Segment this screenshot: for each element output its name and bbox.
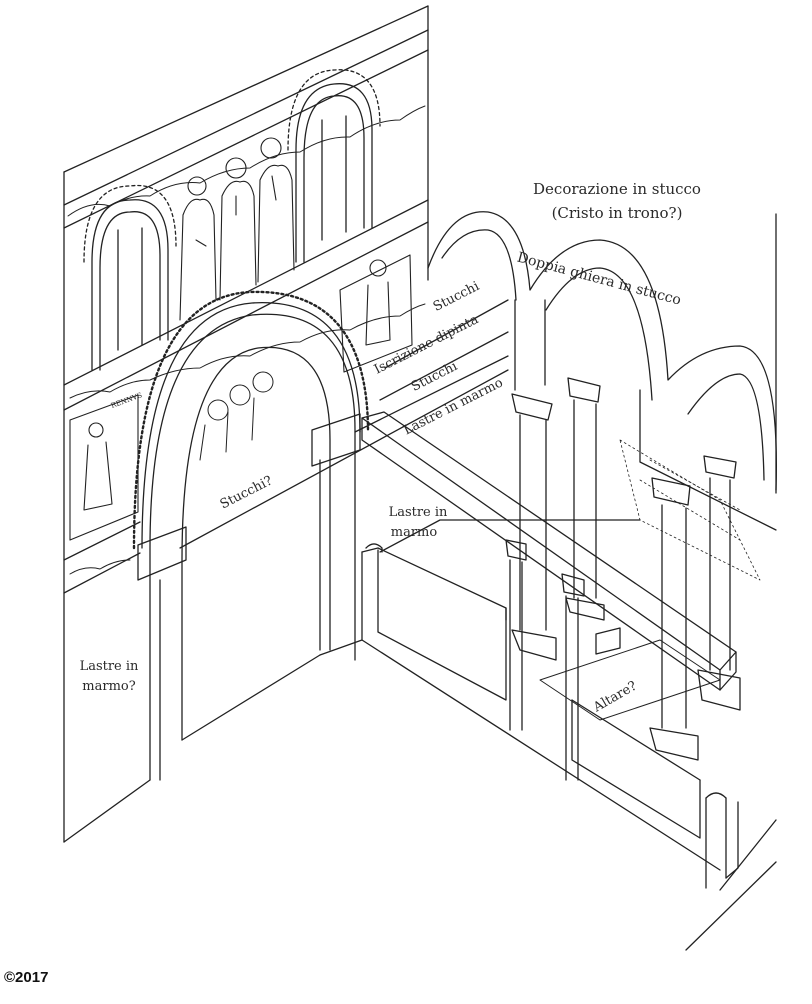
- label-stucchi-lower: Stucchi: [409, 359, 460, 395]
- column-3: [649, 477, 699, 761]
- label-lastre-left-line1: Lastre in: [80, 659, 139, 674]
- label-lastre-left-line2: marmo?: [82, 679, 135, 694]
- upper-arch-right: [287, 69, 381, 263]
- saint-panel-left: [69, 394, 139, 541]
- canopy-arches: [427, 211, 777, 531]
- column-1: [511, 393, 557, 661]
- upper-arch-left: [83, 184, 177, 371]
- floor-edges: [319, 519, 641, 656]
- chancel-screen: [361, 543, 777, 951]
- label-stucchi-q: Stucchi?: [218, 473, 275, 512]
- lunette-figures: [199, 371, 274, 461]
- lower-arch: [132, 290, 370, 781]
- label-bands: [179, 299, 509, 549]
- column-5: [505, 539, 527, 731]
- architrave-beam: [361, 411, 737, 691]
- floor-mosaic: [619, 439, 761, 581]
- column-2: [565, 377, 605, 621]
- label-doppia-ghiera: Doppia ghiera in stucco: [515, 250, 682, 309]
- label-stucchi-upper: Stucchi: [431, 279, 482, 315]
- label-iscrizione: Iscrizione dipinta: [372, 312, 481, 378]
- upper-frieze: [63, 29, 429, 229]
- label-decorazione-line1: Decorazione in stucco: [533, 180, 701, 198]
- label-decorazione-line2: (Cristo in trono?): [552, 204, 683, 222]
- upper-saints: [179, 137, 295, 321]
- left-wall: [63, 5, 429, 843]
- column-4: [697, 455, 741, 711]
- label-lastre-center-line1: Lastre in: [389, 505, 448, 520]
- column-6: [561, 573, 585, 781]
- lower-frieze: [63, 521, 141, 594]
- altar-base: [539, 627, 721, 721]
- copyright-notice: ©2017: [4, 969, 49, 986]
- label-altare: Altare?: [590, 679, 639, 716]
- label-lastre-center-line2: marmo: [391, 525, 438, 540]
